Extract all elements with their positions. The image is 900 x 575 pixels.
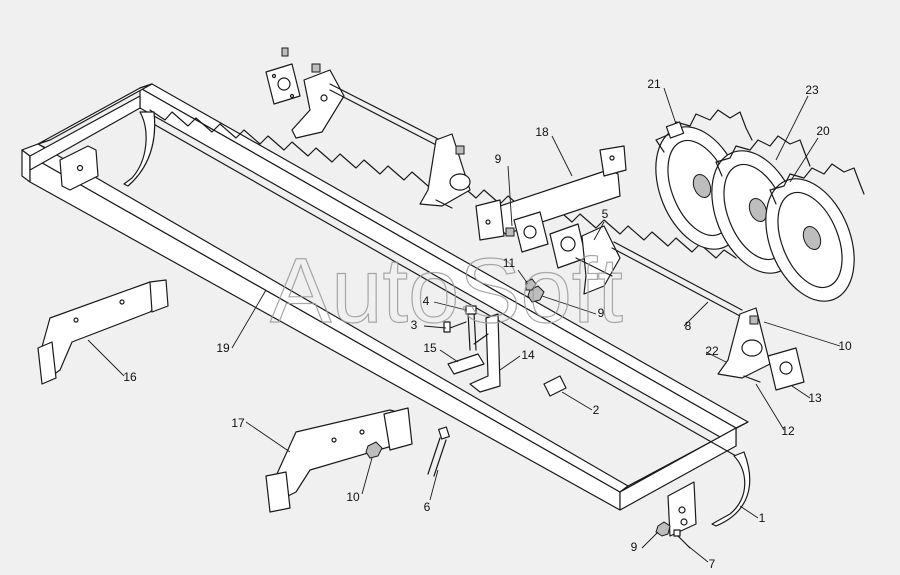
callout-13: 13 <box>808 391 822 405</box>
callout-8: 8 <box>685 319 692 333</box>
nut-9-lower <box>655 521 671 537</box>
nut-11 <box>525 278 537 291</box>
callout-5: 5 <box>602 207 609 221</box>
bolt-3 <box>443 321 467 333</box>
callout-21: 21 <box>647 77 661 91</box>
callout-12: 12 <box>781 424 795 438</box>
wheel-3 <box>765 163 865 302</box>
wedge-2 <box>543 375 567 397</box>
hub-21 <box>665 121 685 139</box>
callout-9a: 9 <box>495 152 502 166</box>
callout-2: 2 <box>593 403 600 417</box>
callout-1: 1 <box>759 511 766 525</box>
nut-10-lower <box>365 441 383 459</box>
callout-7: 7 <box>709 557 716 571</box>
callout-10b: 10 <box>346 490 360 504</box>
leader-lines <box>87 87 841 563</box>
bolt-4 <box>465 305 477 351</box>
bolt-7 <box>673 529 691 549</box>
callout-19: 19 <box>216 341 230 355</box>
middle-shaft-assembly <box>505 211 743 317</box>
callout-labels: 1234567899910101112131415161718192021222… <box>123 77 852 571</box>
callout-9c: 9 <box>631 540 638 554</box>
side-bracket-17 <box>265 407 413 513</box>
callout-20: 20 <box>816 124 830 138</box>
callout-3: 3 <box>411 318 418 332</box>
watermark-text: AutoSoft <box>270 240 623 342</box>
callout-16: 16 <box>123 370 137 384</box>
main-frame <box>21 83 749 511</box>
plate-15 <box>447 353 485 375</box>
callout-4: 4 <box>423 294 430 308</box>
callout-22: 22 <box>705 344 719 358</box>
side-bracket-16 <box>37 279 169 385</box>
tine-left <box>123 111 156 187</box>
right-end-assembly <box>717 307 805 391</box>
bolt-6 <box>427 426 450 477</box>
callout-6: 6 <box>424 500 431 514</box>
tine-right <box>667 451 751 537</box>
callout-23: 23 <box>805 83 819 97</box>
callout-15: 15 <box>423 341 437 355</box>
callout-11: 11 <box>503 256 516 270</box>
callout-14: 14 <box>521 348 535 362</box>
callout-17: 17 <box>231 416 245 430</box>
callout-18: 18 <box>535 125 549 139</box>
callout-9b: 9 <box>598 306 605 320</box>
clamp-14 <box>469 313 501 393</box>
upper-shaft-assembly <box>265 47 471 209</box>
callout-10a: 10 <box>838 339 852 353</box>
